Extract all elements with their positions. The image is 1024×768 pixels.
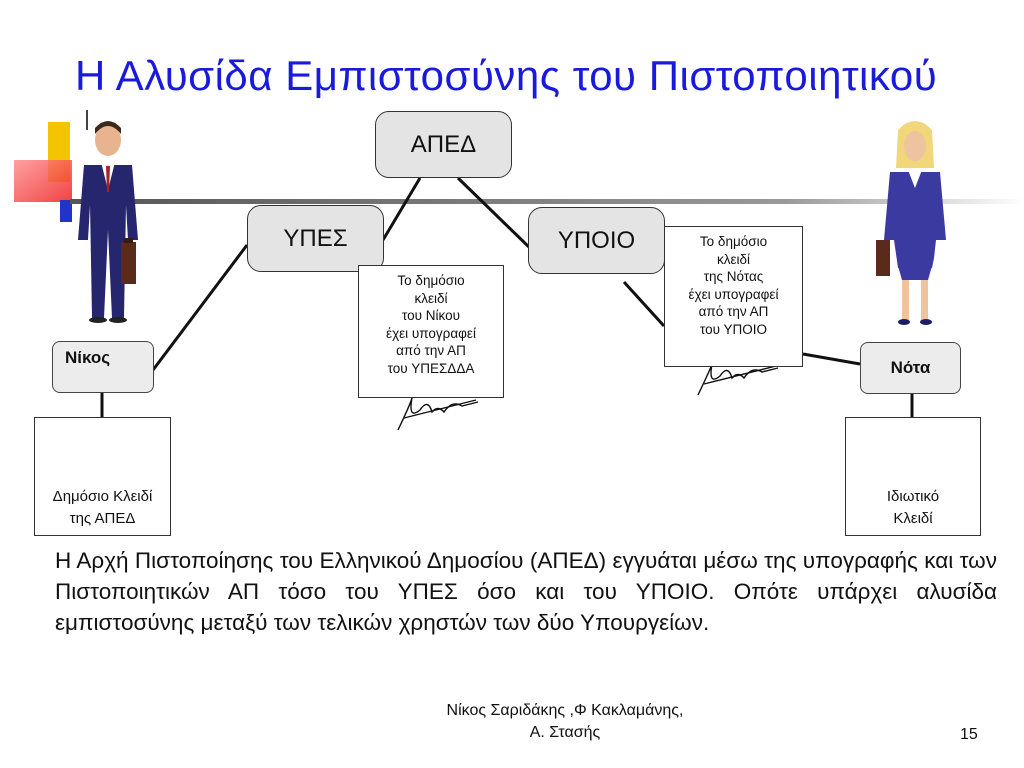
user-nota-label: Νότα [890,358,931,377]
footer-authors: Νίκος Σαριδάκης ,Φ Κακλαμάνης, Α. Στασής [400,700,730,744]
certificate-right: Το δημόσιο κλειδί της Νότας έχει υπογραφ… [664,226,803,367]
businesswoman-icon [876,121,946,325]
user-nikos: Νίκος [52,341,154,393]
user-nota: Νότα [860,342,961,394]
node-ypoio-label: ΥΠΟΙΟ [557,226,636,254]
key-right-label-line: Κλειδί [893,510,933,527]
header-rule [70,199,1024,204]
cert-left-line: από την ΑΠ [396,343,466,358]
key-box-right: Ιδιωτικό Κλειδί [845,417,981,536]
cert-right-line: Το δημόσιο [699,234,768,249]
body-paragraph: Η Αρχή Πιστοποίησης του Ελληνικού Δημοσί… [55,548,997,635]
signature-right [697,363,779,396]
node-ypoio: ΥΠΟΙΟ [528,207,665,274]
key-left-label-line: Δημόσιο Κλειδί [52,488,153,505]
certificate-left: Το δημόσιο κλειδί του Νίκου έχει υπογραφ… [358,265,504,398]
cert-left-line: κλειδί [414,290,448,306]
node-ypes-label: ΥΠΕΣ [283,224,348,252]
cert-right-line: από την ΑΠ [698,304,769,319]
page-number: 15 [960,726,978,743]
cert-left-line: έχει υπογραφεί [386,325,476,341]
signature-left [397,397,479,431]
decorative-squares [14,122,72,222]
cert-right-line: κλειδί [716,251,751,267]
cert-left-line: του Νίκου [401,308,460,323]
cert-left-line: του ΥΠΕΣΔΔΑ [387,360,475,376]
footer-authors-line: Α. Στασής [529,724,601,741]
node-aped: ΑΠΕΔ [375,111,512,178]
key-left-label-line: της ΑΠΕΔ [69,510,136,527]
cert-right-line: της Νότας [703,269,764,284]
node-aped-label: ΑΠΕΔ [410,130,477,158]
connector-lines [100,176,914,418]
businessman-icon [78,121,138,323]
cert-left-line: Το δημόσιο [397,273,465,288]
cert-right-line: έχει υπογραφεί [688,286,779,302]
user-nikos-label: Νίκος [65,348,111,367]
key-right-label-line: Ιδιωτικό [886,488,940,505]
key-box-left: Δημόσιο Κλειδί της ΑΠΕΔ [34,417,171,536]
slide-title: Η Αλυσίδα Εμπιστοσύνης του Πιστοποιητικο… [75,52,938,99]
cert-right-line: του ΥΠΟΙΟ [699,321,768,337]
node-ypes: ΥΠΕΣ [247,205,384,272]
footer-authors-line: Νίκος Σαριδάκης ,Φ Κακλαμάνης, [446,702,684,719]
